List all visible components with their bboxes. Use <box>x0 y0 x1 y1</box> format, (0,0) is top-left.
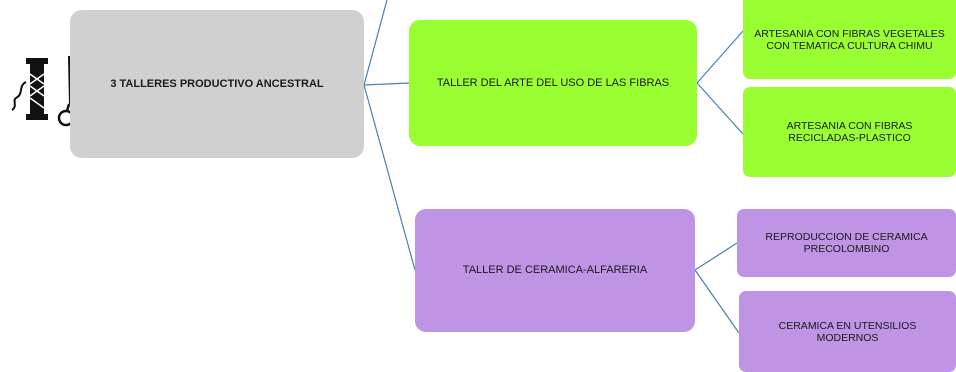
leaf-node-ceramica-precolombino: REPRODUCCION DE CERAMICA PRECOLOMBINO <box>737 209 956 277</box>
root-node-label: 3 TALLERES PRODUCTIVO ANCESTRAL <box>110 77 324 90</box>
connector-ceramica-child1 <box>694 242 738 271</box>
connector-ceramica-child2 <box>694 269 740 334</box>
connector-fibras-child2 <box>696 82 744 135</box>
branch-node-ceramica: TALLER DE CERAMICA-ALFARERIA <box>415 209 695 332</box>
connector-root-ceramica <box>363 84 416 271</box>
branch-node-label: TALLER DEL ARTE DEL USO DE LAS FIBRAS <box>436 76 670 89</box>
root-node: 3 TALLERES PRODUCTIVO ANCESTRAL <box>70 10 364 158</box>
leaf-node-fibras-recicladas: ARTESANIA CON FIBRAS RECICLADAS-PLASTICO <box>743 87 956 177</box>
leaf-node-label: REPRODUCCION DE CERAMICA PRECOLOMBINO <box>765 231 928 255</box>
connector-root-fibras <box>363 82 410 86</box>
leaf-node-label: ARTESANIA CON FIBRAS VEGETALES CON TEMAT… <box>754 27 945 52</box>
leaf-node-ceramica-utensilios: CERAMICA EN UTENSILIOS MODERNOS <box>739 291 956 372</box>
leaf-node-label: ARTESANIA CON FIBRAS RECICLADAS-PLASTICO <box>786 120 913 144</box>
leaf-node-fibras-vegetales: ARTESANIA CON FIBRAS VEGETALES CON TEMAT… <box>743 0 956 79</box>
branch-node-label: TALLER DE CERAMICA-ALFARERIA <box>462 264 648 276</box>
leaf-node-label: CERAMICA EN UTENSILIOS MODERNOS <box>778 319 917 344</box>
connector-fibras-child1 <box>696 30 744 84</box>
connector-root-top <box>363 0 388 86</box>
branch-node-fibras: TALLER DEL ARTE DEL USO DE LAS FIBRAS <box>409 20 697 146</box>
